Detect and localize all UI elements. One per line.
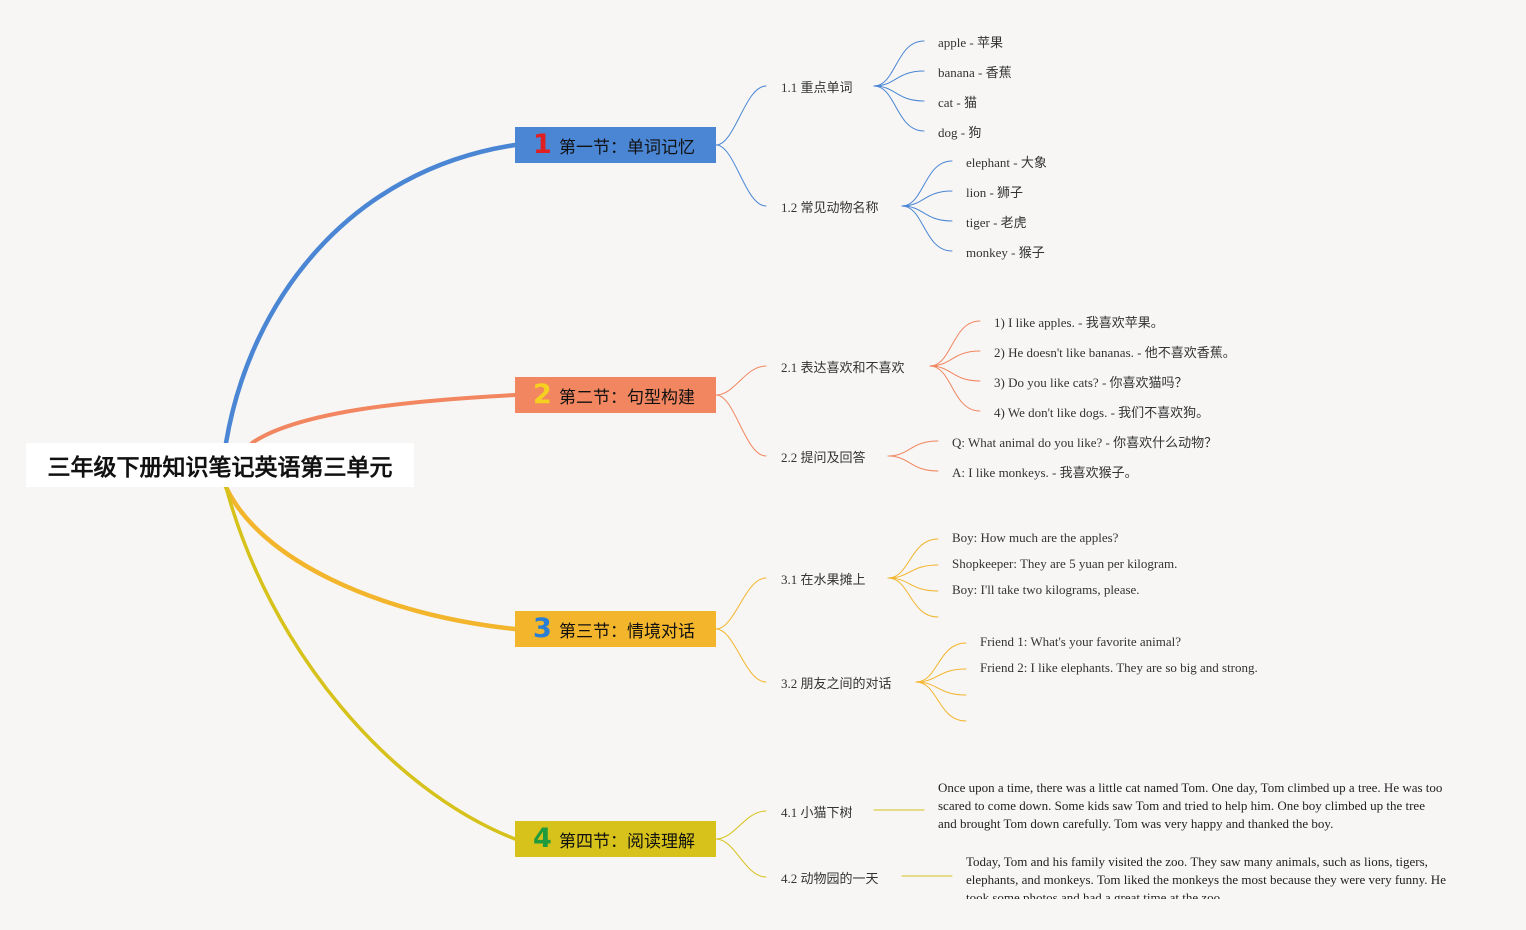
section-4-number: 4: [533, 823, 552, 854]
leaf-3-2-2[interactable]: Friend 2: I like elephants. They are so …: [980, 660, 1258, 675]
subtopic-1-1[interactable]: 1.1 重点单词: [781, 80, 853, 95]
subtopic-3-2[interactable]: 3.2 朋友之间的对话: [781, 676, 892, 691]
branch-root-section-4: [224, 485, 517, 841]
leaf-link-1-3: [873, 85, 925, 102]
leaf-link-2-2: [901, 190, 953, 207]
leaf-2-1-4[interactable]: 4) We don't like dogs. - 我们不喜欢狗。: [994, 405, 1210, 420]
section-3-title: 第三节：情境对话: [559, 621, 695, 642]
leaf-link-5-2: [887, 564, 939, 579]
link-section-1-sub-2: [715, 144, 767, 207]
leaf-1-2-3[interactable]: tiger - 老虎: [966, 215, 1027, 230]
subtopic-2-1[interactable]: 2.1 表达喜欢和不喜欢: [781, 360, 905, 375]
leaf-link-4-2: [887, 455, 939, 472]
leaf-link-5-1: [887, 538, 939, 579]
passage-4-2[interactable]: Today, Tom and his family visited the zo…: [966, 854, 1446, 899]
link-section-3-sub-2: [715, 628, 767, 683]
leaf-1-1-1[interactable]: apple - 苹果: [938, 35, 1003, 50]
link-section-3-sub-1: [715, 577, 767, 630]
section-3-number: 3: [533, 613, 552, 644]
leaf-link-1-4: [873, 85, 925, 132]
section-3-node[interactable]: 3 第三节：情境对话: [515, 611, 716, 647]
leaf-link-4-1: [887, 440, 939, 457]
leaf-link-6-1: [915, 642, 967, 683]
link-section-2-sub-1: [715, 365, 767, 396]
leaf-link-3-2: [929, 350, 981, 367]
leaf-2-1-1[interactable]: 1) I like apples. - 我喜欢苹果。: [994, 315, 1164, 330]
leaf-link-3-4: [929, 365, 981, 412]
subtopic-4-1[interactable]: 4.1 小猫下树: [781, 805, 853, 820]
section-2-node[interactable]: 2 第二节：句型构建: [515, 377, 716, 413]
passage-4-1[interactable]: Once upon a time, there was a little cat…: [938, 780, 1443, 831]
leaf-1-1-4[interactable]: dog - 狗: [938, 125, 982, 140]
section-2-number: 2: [533, 379, 552, 410]
section-1-title: 第一节：单词记忆: [559, 137, 695, 158]
leaf-link-1-2: [873, 70, 925, 87]
subtopic-3-1[interactable]: 3.1 在水果摊上: [781, 572, 866, 587]
root-title: 三年级下册知识笔记英语第三单元: [47, 455, 393, 481]
leaf-link-3-3: [929, 365, 981, 382]
leaf-2-2-2[interactable]: A: I like monkeys. - 我喜欢猴子。: [952, 465, 1138, 480]
subtopic-1-2[interactable]: 1.2 常见动物名称: [781, 200, 879, 215]
leaf-1-2-1[interactable]: elephant - 大象: [966, 155, 1047, 170]
branch-root-section-3: [223, 484, 518, 632]
leaf-1-2-4[interactable]: monkey - 猴子: [966, 245, 1045, 260]
link-section-2-sub-2: [715, 394, 767, 457]
branch-root-section-2: [250, 393, 517, 445]
section-2-title: 第二节：句型构建: [559, 387, 695, 408]
leaf-link-2-3: [901, 205, 953, 222]
root-topic[interactable]: 三年级下册知识笔记英语第三单元: [26, 443, 414, 487]
link-section-1-sub-1: [715, 85, 767, 146]
leaf-link-6-4: [915, 681, 967, 722]
leaf-2-1-2[interactable]: 2) He doesn't like bananas. - 他不喜欢香蕉。: [994, 345, 1236, 360]
leaf-1-2-2[interactable]: lion - 狮子: [966, 185, 1024, 200]
link-section-4-sub-2: [715, 838, 767, 878]
subtopic-4-2[interactable]: 4.2 动物园的一天: [781, 871, 879, 886]
leaf-link-2-4: [901, 205, 953, 252]
leaf-link-6-2: [915, 668, 967, 683]
section-4-node[interactable]: 4 第四节：阅读理解: [515, 821, 716, 857]
leaf-3-2-1[interactable]: Friend 1: What's your favorite animal?: [980, 634, 1182, 649]
leaf-link-2-1: [901, 160, 953, 207]
leaf-3-1-2[interactable]: Shopkeeper: They are 5 yuan per kilogram…: [952, 556, 1178, 571]
leaf-2-2-1[interactable]: Q: What animal do you like? - 你喜欢什么动物？: [952, 435, 1218, 450]
link-section-4-sub-1: [715, 810, 767, 840]
leaf-3-1-1[interactable]: Boy: How much are the apples?: [952, 530, 1119, 545]
section-4-title: 第四节：阅读理解: [559, 831, 695, 852]
leaf-1-1-3[interactable]: cat - 猫: [938, 95, 977, 110]
leaf-1-1-2[interactable]: banana - 香蕉: [938, 65, 1012, 80]
leaf-2-1-3[interactable]: 3) Do you like cats? - 你喜欢猫吗？: [994, 375, 1188, 390]
leaf-link-3-1: [929, 320, 981, 367]
subtopic-2-2[interactable]: 2.2 提问及回答: [781, 450, 866, 465]
branch-root-section-1: [223, 142, 518, 446]
leaf-3-1-3[interactable]: Boy: I'll take two kilograms, please.: [952, 582, 1140, 597]
leaf-link-1-1: [873, 40, 925, 87]
section-1-node[interactable]: 1 第一节：单词记忆: [515, 127, 716, 163]
leaf-link-5-4: [887, 577, 939, 618]
section-1-number: 1: [533, 129, 552, 160]
